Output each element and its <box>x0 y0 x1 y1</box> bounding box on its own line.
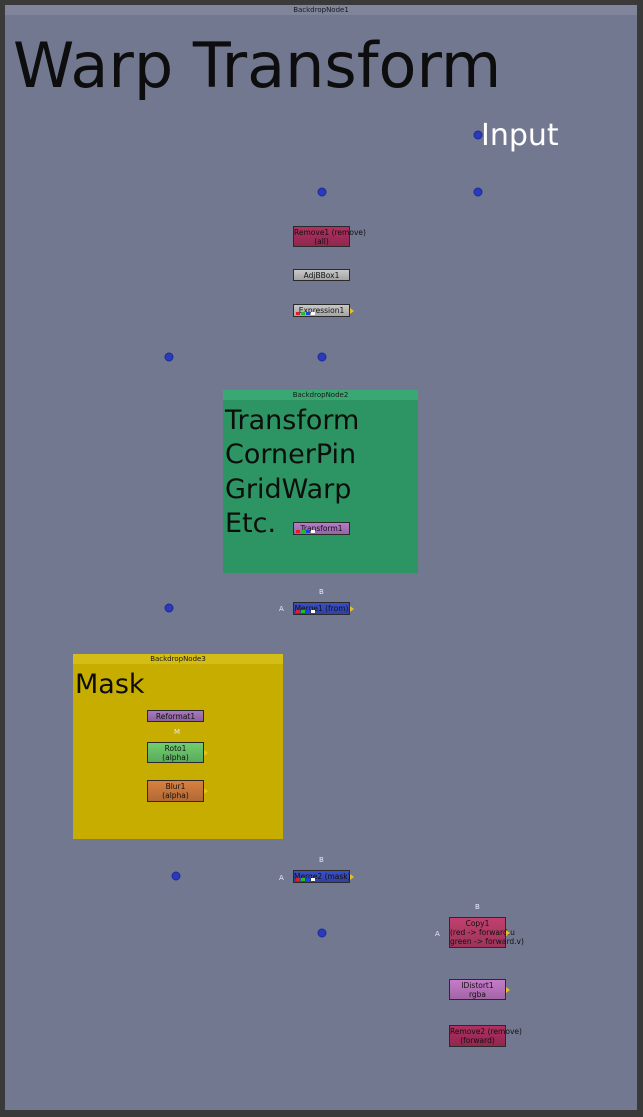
node-label-line: (red -> forward.u <box>450 928 515 937</box>
pipe-input-tag-b: B <box>475 903 480 911</box>
node-label-line: AdjBBox1 <box>303 271 340 280</box>
node-label-line: (alpha) <box>162 753 189 762</box>
mask-input-arrow-icon[interactable] <box>204 788 208 794</box>
channel-indicator-icon <box>296 610 315 613</box>
node-label-line: green -> forward.v) <box>450 937 524 946</box>
node-label-line: Remove2 (remove) <box>450 1027 522 1036</box>
mask-input-arrow-icon[interactable] <box>204 749 208 756</box>
node-label-line: Merge1 (from) <box>294 604 349 613</box>
node-label-line: Remove1 (remove) <box>294 228 366 237</box>
backdrop-title: BackdropNode1 <box>5 5 637 15</box>
node-transform1[interactable]: Transform1 <box>293 522 350 535</box>
node-label-line: Roto1 <box>164 744 187 753</box>
backdrop-label: Mask <box>75 669 145 700</box>
node-merge1[interactable]: Merge1 (from) <box>293 602 354 615</box>
input-label: Input <box>481 118 559 153</box>
pipe-input-tag-a: A <box>279 605 284 613</box>
mask-input-arrow-icon[interactable] <box>506 929 510 936</box>
node-merge2[interactable]: Merge2 (mask) <box>293 870 354 883</box>
node-remove2[interactable]: Remove2 (remove)(forward) <box>449 1025 522 1047</box>
node-label-line: Copy1 <box>465 919 490 928</box>
backdrop-title: BackdropNode2 <box>223 390 418 400</box>
mask-input-arrow-icon[interactable] <box>350 873 354 880</box>
node-remove1[interactable]: Remove1 (remove)(all) <box>293 226 366 247</box>
pipe-input-tag-a: A <box>435 930 440 938</box>
node-reformat1[interactable]: Reformat1 <box>147 710 204 722</box>
mask-input-arrow-icon[interactable] <box>506 986 510 993</box>
node-label-line: Reformat1 <box>155 712 196 721</box>
node-adjbbox1[interactable]: AdjBBox1 <box>293 269 350 281</box>
pipe-input-tag-a: A <box>279 874 284 882</box>
pipe-input-tag-b: B <box>319 588 324 596</box>
backdrop-label: Transform CornerPin GridWarp Etc. <box>225 405 360 539</box>
node-expression1[interactable]: Expression1 <box>293 304 354 317</box>
node-label-line: Transform1 <box>300 524 343 533</box>
node-label-line: rgba <box>468 990 487 999</box>
node-label-line: Blur1 <box>165 782 186 791</box>
channel-indicator-icon <box>296 878 315 881</box>
mask-input-arrow-icon[interactable] <box>350 307 354 314</box>
pipe-input-tag-b: B <box>319 856 324 864</box>
channel-indicator-icon <box>296 312 315 315</box>
node-label-line: (alpha) <box>162 791 189 800</box>
node-blur1[interactable]: Blur1(alpha) <box>147 780 208 802</box>
backdrop-transform-group[interactable]: BackdropNode2 Transform CornerPin GridWa… <box>223 390 418 573</box>
node-label-line: IDistort1 <box>461 981 494 990</box>
node-label-line: Expression1 <box>298 306 345 315</box>
node-label-line: (all) <box>314 237 329 246</box>
mask-input-arrow-icon[interactable] <box>350 605 354 612</box>
backdrop-label: Warp Transform <box>13 29 502 102</box>
pipe-input-tag-m: M <box>174 728 181 736</box>
backdrop-title: BackdropNode3 <box>73 654 283 664</box>
node-label-line: (forward) <box>460 1036 495 1045</box>
node-label-line: Merge2 (mask) <box>294 872 351 881</box>
channel-indicator-icon <box>296 530 315 533</box>
node-roto1[interactable]: Roto1(alpha) <box>147 742 208 763</box>
